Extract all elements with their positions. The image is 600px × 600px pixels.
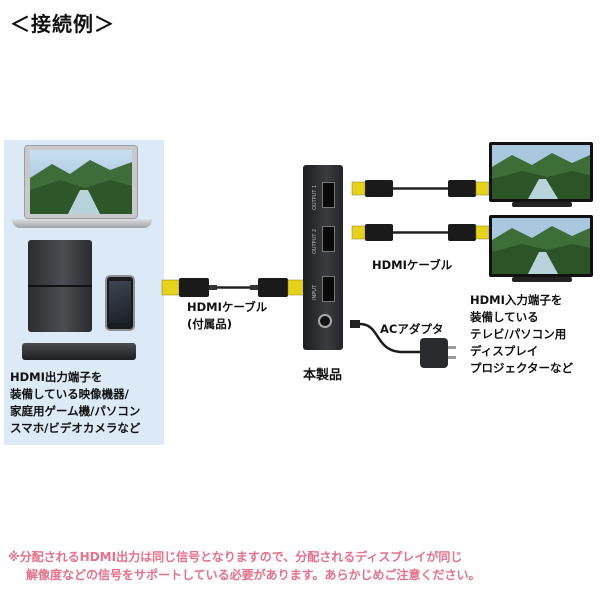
smartphone-screen bbox=[109, 281, 131, 323]
input-cable-label: (付属品) bbox=[187, 317, 233, 331]
monitor-1-stand bbox=[512, 202, 572, 207]
source-caption-line: HDMI出力端子を bbox=[10, 370, 103, 384]
unit-label: 本製品 bbox=[303, 368, 343, 383]
output-cable-label: HDMIケーブル bbox=[372, 258, 453, 272]
monitor-2-stand bbox=[512, 277, 572, 282]
laptop-base bbox=[12, 219, 152, 228]
dc-jack bbox=[318, 314, 332, 328]
video-player-icon bbox=[22, 343, 136, 360]
source-caption-line: 家庭用ゲーム機/パソコン bbox=[10, 404, 141, 418]
monitor-1-screen bbox=[492, 145, 590, 199]
port-label: OUTPUT 1 bbox=[312, 184, 318, 210]
monitor-2-screen bbox=[492, 218, 590, 274]
footnote: ※分配されるHDMI出力は同じ信号となりますので、分配されるディスプレイが同じ … bbox=[8, 548, 598, 584]
port-label: INPUT bbox=[312, 285, 318, 300]
output-hdmi-cable-1-icon bbox=[351, 180, 490, 197]
ac-adapter-icon bbox=[350, 320, 456, 368]
footnote-line: ※分配されるHDMI出力は同じ信号となりますので、分配されるディスプレイが同じ bbox=[8, 550, 463, 564]
page-heading: ＜接続例＞ bbox=[10, 12, 115, 36]
output-port-2 bbox=[322, 226, 335, 252]
display-caption-line: 装備している bbox=[470, 310, 539, 324]
output-hdmi-cable-2-icon bbox=[351, 224, 490, 241]
display-caption-line: HDMI入力端子を bbox=[470, 293, 563, 307]
input-hdmi-cable-icon bbox=[161, 278, 306, 297]
input-port bbox=[322, 276, 335, 302]
output-port-1 bbox=[322, 182, 335, 208]
source-caption-line: スマホ/ビデオカメラなど bbox=[10, 421, 141, 435]
input-cable-label: HDMIケーブル bbox=[187, 300, 268, 314]
display-caption-line: プロジェクターなど bbox=[470, 361, 574, 375]
laptop-display-image bbox=[30, 150, 132, 214]
game-console-seam bbox=[28, 285, 92, 287]
display-caption-line: ディスプレイ bbox=[470, 344, 539, 358]
source-caption-line: 装備している映像機器/ bbox=[10, 387, 129, 401]
port-label: OUTPUT 2 bbox=[312, 228, 318, 254]
ac-adapter-label: ACアダプタ bbox=[380, 322, 444, 336]
footnote-line: 解像度などの信号をサポートしている必要があります。あらかじめご注意ください。 bbox=[26, 568, 481, 582]
display-caption-line: テレビ/パソコン用 bbox=[470, 327, 567, 341]
